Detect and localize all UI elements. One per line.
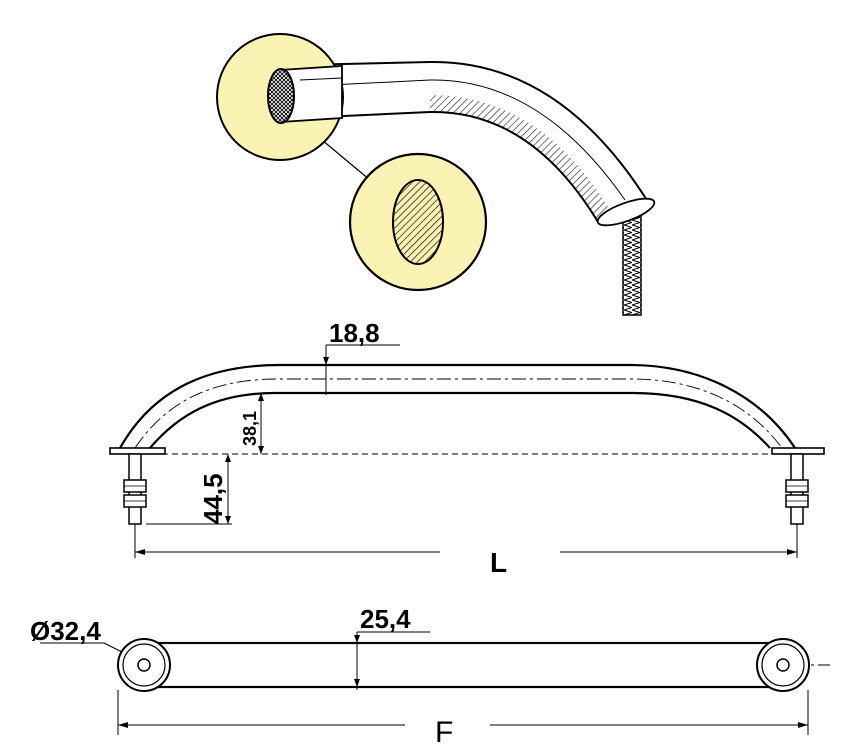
overall-length-label: L	[490, 547, 507, 578]
end-flange	[596, 197, 656, 227]
rail-centreline	[134, 378, 783, 449]
right-flange	[771, 447, 825, 455]
rail-outer	[119, 363, 796, 449]
tube-end-mesh	[267, 68, 295, 124]
flange-dim-pointer	[103, 642, 123, 653]
flange-diameter-label: Ø32,4	[30, 616, 101, 646]
fixing-arrow-right	[798, 722, 808, 728]
rail-inner	[149, 391, 771, 449]
left-flange	[109, 447, 166, 455]
handle-highlight	[329, 79, 626, 201]
tube-end-edge	[299, 77, 343, 81]
stud-dim-arrow-bottom	[225, 516, 231, 524]
right-flange-inner	[761, 643, 805, 687]
rise-dim-arrow-top	[258, 393, 264, 401]
width-arrow-top	[354, 635, 360, 643]
rise-dim-arrow-bottom	[258, 446, 264, 454]
top-view: Ø32,4 25,4 F	[30, 604, 830, 749]
fixing-centres-label: F	[435, 716, 453, 749]
tube-diameter-label: 18,8	[329, 318, 380, 348]
fixing-arrow-left	[118, 722, 128, 728]
length-arrow-right	[787, 549, 797, 555]
top-bar	[143, 641, 787, 689]
tube-dim-arrow	[323, 357, 329, 365]
rise-height-label: 38,1	[240, 411, 260, 446]
length-arrow-left	[135, 549, 145, 555]
stud-thread	[622, 214, 642, 316]
left-stud	[123, 453, 147, 525]
side-view: 18,8 38,1 44,5 L	[109, 318, 825, 578]
section-hatched-oval	[392, 179, 444, 265]
left-fixing-hole	[137, 658, 151, 672]
left-flange-inner	[122, 643, 166, 687]
width-arrow-bottom	[354, 679, 360, 687]
bar-width-label: 25,4	[360, 604, 411, 634]
callout-connector	[321, 139, 371, 181]
stud-dim-arrow-top	[225, 454, 231, 462]
perspective-view	[216, 33, 656, 316]
stud-length-label: 44,5	[198, 473, 228, 524]
right-fixing-hole	[776, 658, 790, 672]
right-stud	[785, 453, 809, 525]
handle-shading	[430, 95, 610, 222]
